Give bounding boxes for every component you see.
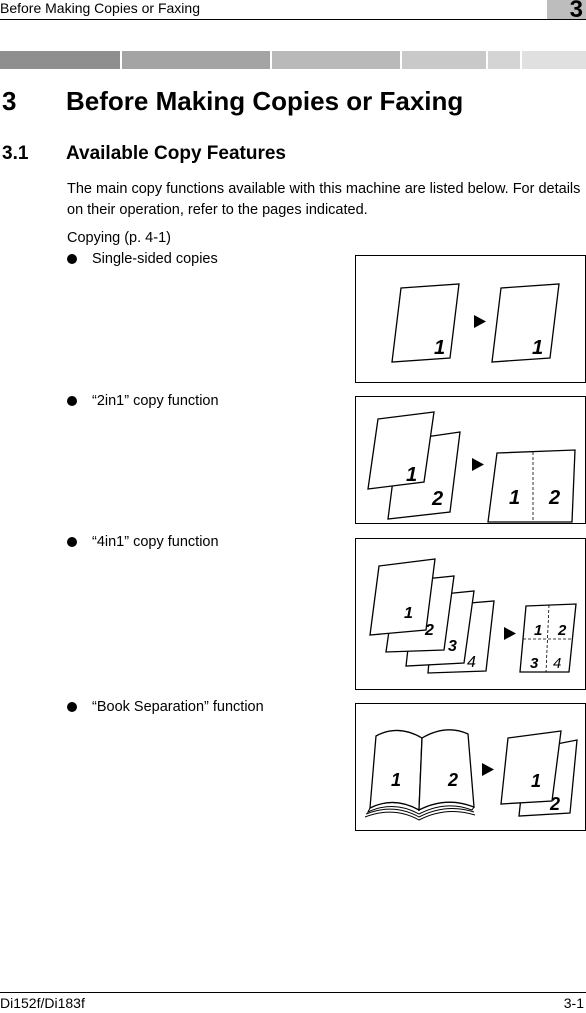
page-number: 1 [406, 464, 417, 486]
section-heading-text: Available Copy Features [66, 143, 286, 164]
page-number: 1 [534, 622, 542, 639]
bullet-label: “2in1” copy function [92, 393, 219, 409]
footer-rule [0, 992, 586, 993]
page-number: 2 [548, 487, 560, 509]
bullet-item: “Book Separation” function [67, 699, 264, 715]
arrow-icon [474, 315, 486, 328]
open-book-icon [364, 729, 476, 821]
section-heading-number: 3.1 [2, 143, 29, 164]
arrow-icon [482, 763, 494, 776]
page-number: 2 [431, 488, 443, 510]
decorative-gradient-bar [0, 51, 586, 69]
chapter-heading: 3 Before Making Copies or Faxing [2, 86, 463, 117]
page-number: 1 [391, 770, 401, 790]
figure-single-sided: 1 1 [355, 255, 586, 383]
chapter-heading-number: 3 [2, 86, 17, 116]
bullet-icon [67, 254, 77, 264]
bullet-icon [67, 537, 77, 547]
bullet-label: “4in1” copy function [92, 534, 219, 550]
page-number: 3 [530, 655, 539, 672]
intro-paragraph: The main copy functions available with t… [67, 181, 581, 218]
page-number: 2 [424, 622, 434, 639]
page-number: 1 [404, 605, 413, 622]
figure-book-separation: 1 2 1 2 [355, 703, 586, 831]
original-page-1 [369, 558, 436, 636]
chapter-tab: 3 [547, 0, 586, 23]
page-number: 1 [434, 337, 445, 359]
footer-page-number: 3-1 [563, 995, 584, 1011]
copy-page [491, 283, 560, 363]
bullet-item: “4in1” copy function [67, 534, 219, 550]
bullet-icon [67, 702, 77, 712]
arrow-icon [472, 458, 484, 471]
bullet-label: Single-sided copies [92, 251, 218, 267]
header-rule [0, 19, 586, 20]
original-page [391, 283, 460, 363]
page-number: 2 [549, 794, 560, 814]
figure-2in1: 1 2 1 2 [355, 396, 586, 524]
page-number: 1 [532, 337, 543, 359]
figure-4in1: 1 2 3 4 1 2 3 4 [355, 538, 586, 690]
copy-page-1 [500, 730, 562, 805]
page-number: 4 [467, 654, 476, 671]
original-page-1 [367, 411, 435, 490]
page-number: 2 [447, 770, 458, 790]
page-number: 4 [553, 655, 561, 672]
bullet-item: Single-sided copies [67, 251, 218, 267]
bullet-item: “2in1” copy function [67, 393, 219, 409]
bullet-icon [67, 396, 77, 406]
page-number: 1 [509, 487, 520, 509]
copying-reference: Copying (p. 4-1) [67, 230, 171, 246]
arrow-icon [504, 627, 516, 640]
combined-copy-page [487, 449, 576, 523]
page-number: 3 [448, 638, 457, 655]
section-heading: 3.1 Available Copy Features [2, 143, 286, 165]
chapter-heading-text: Before Making Copies or Faxing [66, 86, 464, 116]
footer-model: Di152f/Di183f [0, 995, 85, 1011]
combined-copy-page [519, 603, 577, 673]
running-header: Before Making Copies or Faxing [0, 0, 200, 16]
page-number: 1 [531, 771, 541, 791]
chapter-number: 3 [569, 0, 583, 23]
page-number: 2 [557, 622, 567, 639]
bullet-label: “Book Separation” function [92, 699, 264, 715]
